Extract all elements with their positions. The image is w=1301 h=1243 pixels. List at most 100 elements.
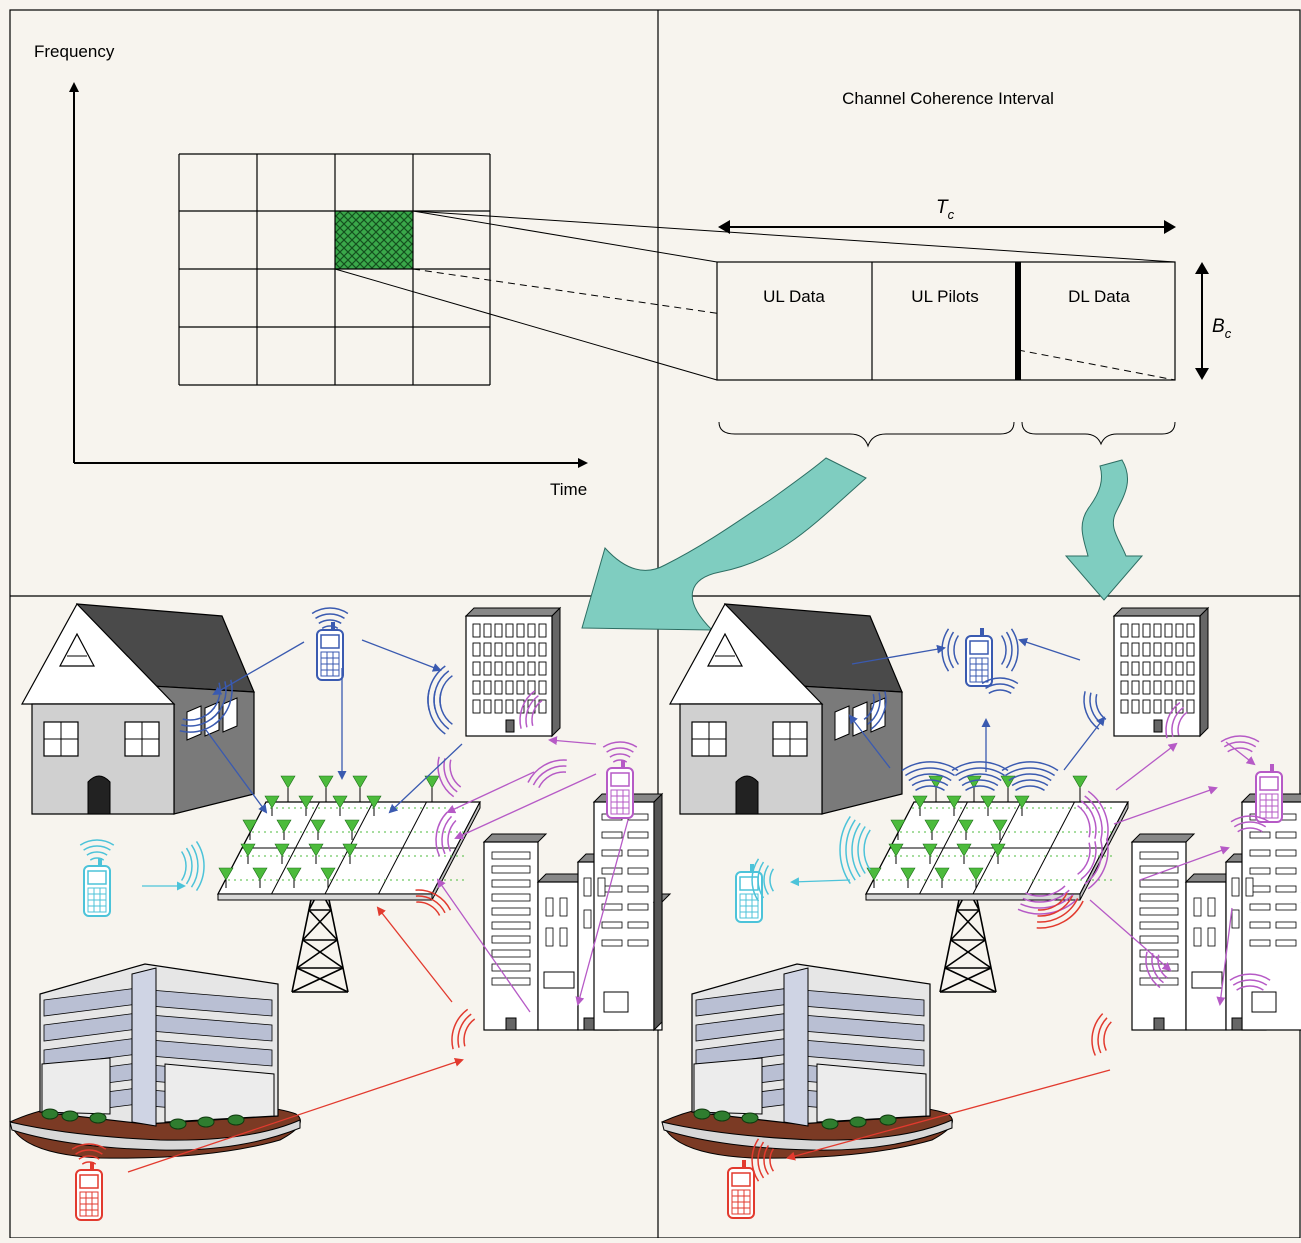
tall-building-icon xyxy=(1112,606,1210,738)
antenna-element xyxy=(310,819,326,833)
antenna-element xyxy=(318,775,334,789)
signal-arrow xyxy=(436,878,531,1013)
antenna-element xyxy=(992,819,1008,833)
antenna-element xyxy=(1014,795,1030,809)
radio-wave-arcs xyxy=(451,1008,476,1050)
antenna-element xyxy=(332,795,348,809)
radio-wave-arcs xyxy=(1083,691,1107,730)
coherence-block xyxy=(716,261,1176,381)
segment-ul-data: UL Data xyxy=(763,287,825,306)
signal-arrow xyxy=(446,771,535,814)
antenna-element xyxy=(366,795,382,809)
antenna-element xyxy=(344,819,360,833)
user-phone-blue xyxy=(965,628,993,687)
signal-arrow xyxy=(548,736,597,746)
radio-wave-arcs xyxy=(1220,735,1260,753)
radio-wave-arcs xyxy=(1077,790,1109,842)
uplink-scene xyxy=(9,602,672,1221)
antenna-element xyxy=(308,843,324,857)
downlink-brace xyxy=(1021,421,1176,446)
antenna-element xyxy=(298,795,314,809)
uplink-flow-arrow xyxy=(581,457,867,631)
y-axis-label: Frequency xyxy=(34,42,115,61)
radio-wave-arcs xyxy=(311,607,349,630)
antenna-element xyxy=(286,867,302,881)
antenna-element xyxy=(240,843,256,857)
signal-arrow xyxy=(1216,907,1233,1006)
coherence-interval: Channel Coherence Interval Tc Bc UL Data… xyxy=(716,89,1232,448)
signal-arrow xyxy=(361,639,442,672)
antenna-element xyxy=(274,843,290,857)
radio-wave-arcs xyxy=(1091,1013,1112,1056)
coherence-title: Channel Coherence Interval xyxy=(842,89,1054,108)
radio-wave-arcs xyxy=(1017,885,1079,915)
radio-wave-arcs xyxy=(1000,628,1019,672)
tc-label: Tc xyxy=(936,197,955,222)
signal-arrow xyxy=(1139,846,1230,881)
radio-wave-arcs xyxy=(437,756,462,798)
resource-grid xyxy=(178,153,491,386)
signal-arrow xyxy=(1115,742,1178,791)
radio-wave-arcs xyxy=(941,628,960,672)
antenna-element xyxy=(264,795,280,809)
signal-arrow xyxy=(790,877,851,887)
bc-label: Bc xyxy=(1212,316,1232,341)
signal-arrow xyxy=(1089,899,1172,972)
antenna-element xyxy=(342,843,358,857)
segment-dl-data: DL Data xyxy=(1068,287,1130,306)
antenna-element xyxy=(968,867,984,881)
radio-wave-arcs xyxy=(71,1143,107,1165)
downlink-scene xyxy=(661,602,1301,1219)
radio-wave-arcs xyxy=(427,665,453,711)
radio-wave-arcs xyxy=(951,761,1009,792)
antenna-element xyxy=(242,819,258,833)
time-frequency-plot: Frequency Time xyxy=(34,42,588,499)
office-building-icon xyxy=(9,963,301,1159)
radio-wave-arcs xyxy=(519,690,543,729)
signal-arrow xyxy=(376,906,453,1003)
antenna-element xyxy=(1072,775,1088,789)
antenna-element xyxy=(946,795,962,809)
user-phone-blue xyxy=(316,622,344,681)
signal-arrow xyxy=(786,1069,1111,1161)
user-phone-cyan xyxy=(83,858,111,917)
antenna-element xyxy=(924,819,940,833)
signal-arrow xyxy=(575,819,629,1006)
radio-wave-arcs xyxy=(415,889,452,916)
uplink-brace xyxy=(718,421,1015,448)
antenna-element xyxy=(276,819,292,833)
radio-wave-arcs xyxy=(179,707,225,733)
massive-mimo-antenna-array xyxy=(864,775,1130,901)
radio-wave-arcs xyxy=(79,839,115,861)
radio-wave-arcs xyxy=(981,677,1019,695)
radio-wave-arcs xyxy=(1230,815,1270,833)
house-icon xyxy=(668,602,903,815)
signal-arrow xyxy=(848,714,891,769)
user-phone-purple xyxy=(606,760,634,819)
signal-arrow xyxy=(1113,786,1218,825)
radio-wave-arcs xyxy=(1145,951,1168,989)
radio-wave-arcs xyxy=(527,759,567,789)
signal-arrow xyxy=(1225,741,1256,766)
radio-wave-arcs xyxy=(839,815,871,885)
office-building-icon xyxy=(661,963,953,1159)
signal-arrow xyxy=(212,641,305,696)
signal-arrow xyxy=(454,773,597,840)
antenna-element xyxy=(888,843,904,857)
radio-wave-arcs xyxy=(751,858,775,902)
radio-wave-arcs xyxy=(1036,892,1084,929)
radio-wave-arcs xyxy=(180,840,205,892)
antenna-element xyxy=(934,867,950,881)
user-phone-red xyxy=(75,1162,103,1221)
antenna-element xyxy=(956,843,972,857)
antenna-element xyxy=(252,867,268,881)
radio-wave-arcs xyxy=(1165,701,1188,739)
signal-arrow xyxy=(1018,637,1081,661)
antenna-element xyxy=(922,843,938,857)
highlighted-resource-block xyxy=(335,211,413,269)
antenna-element xyxy=(424,775,440,789)
antenna-element xyxy=(890,819,906,833)
city-buildings-icon xyxy=(1130,793,1301,1031)
flow-arrows xyxy=(581,457,1144,631)
